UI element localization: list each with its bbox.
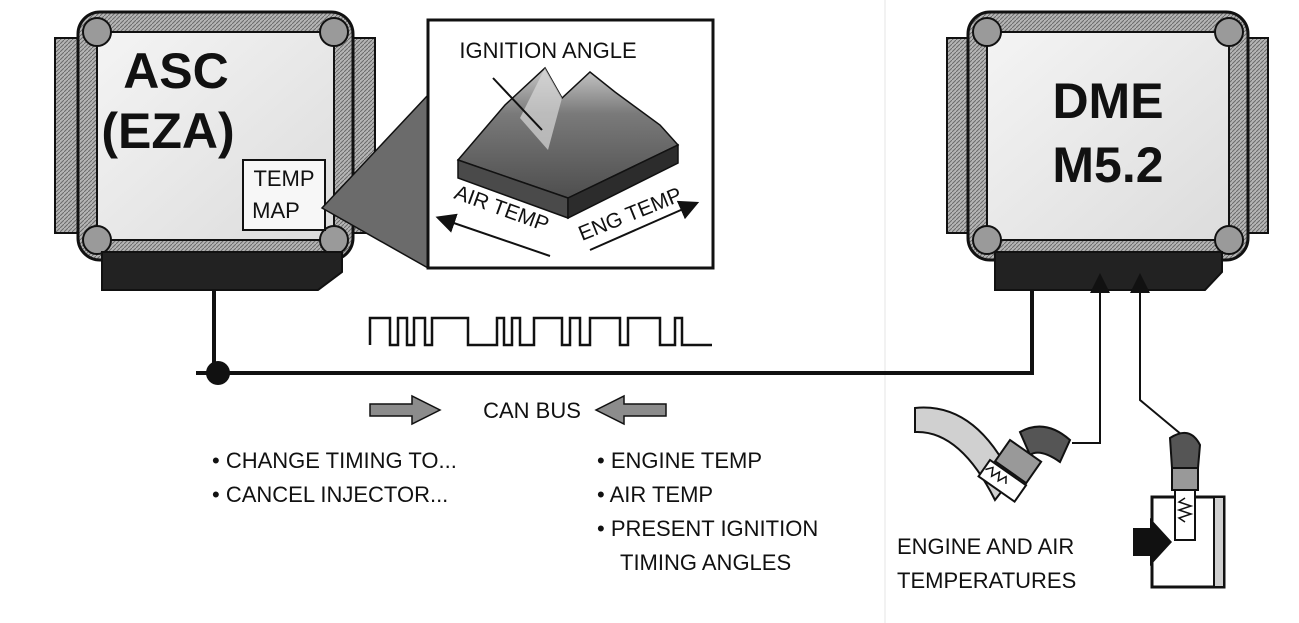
ignition-angle-pointer	[492, 77, 543, 131]
sensors-label-line1: ENGINE AND AIR	[897, 534, 1074, 559]
can-bus-line	[196, 290, 1034, 385]
dme-message: • AIR TEMP	[597, 482, 713, 507]
sensors-label-line2: TEMPERATURES	[897, 568, 1076, 593]
temp-map-label-line1: TEMP	[253, 166, 314, 191]
engine-sensor-probe	[977, 458, 1028, 504]
dme-module: DME M5.2	[946, 10, 1269, 291]
can-signal-waveform	[368, 316, 712, 347]
engine-temp-sensor	[914, 406, 1072, 504]
engine-sensor-plug	[1018, 425, 1072, 464]
dme-face	[986, 31, 1230, 241]
dme-corner-bolt	[1214, 225, 1244, 255]
air-temp-axis-arrow	[435, 213, 551, 257]
asc-corner-bolt	[319, 17, 349, 47]
asc-message: • CANCEL INJECTOR...	[212, 482, 448, 507]
surface-side-right	[567, 143, 679, 220]
temp-map-box	[242, 159, 326, 231]
asc-corner-bolt	[82, 17, 112, 47]
asc-message-list: • CHANGE TIMING TO... • CANCEL INJECTOR.…	[212, 448, 457, 507]
dme-title-line1: DME	[1052, 73, 1163, 129]
air-temp-sensor	[1133, 431, 1226, 589]
can-bus-arrow-left	[594, 394, 667, 426]
sensor-wiring	[1072, 273, 1189, 444]
dme-message: • ENGINE TEMP	[597, 448, 762, 473]
air-intake-duct-edge	[1213, 496, 1225, 588]
dme-message: • PRESENT IGNITION	[597, 516, 818, 541]
engine-sensor-resistor-icon	[985, 466, 1007, 484]
asc-title-line2: (EZA)	[101, 103, 234, 159]
ignition-angle-label: IGNITION ANGLE	[459, 38, 636, 63]
dme-title-line2: M5.2	[1052, 137, 1163, 193]
air-sensor-nut	[1171, 467, 1199, 491]
asc-title-line1: ASC	[123, 43, 229, 99]
can-bus-arrow-right	[369, 394, 442, 426]
ignition-peak	[520, 68, 562, 150]
asc-corner-bolt	[82, 225, 112, 255]
dme-connector	[994, 251, 1223, 291]
asc-module: ASC (EZA) TEMP MAP	[54, 10, 376, 291]
airflow-arrow-icon	[1133, 518, 1172, 566]
dme-corner-bolt	[972, 225, 1002, 255]
dme-message: TIMING ANGLES	[620, 550, 791, 575]
dme-corner-bolt	[1214, 17, 1244, 47]
asc-connector	[101, 251, 343, 291]
asc-message: • CHANGE TIMING TO...	[212, 448, 457, 473]
map-inset: IGNITION ANGLE AIR TEMP ENG TEMP	[426, 18, 715, 270]
dme-corner-bolt	[972, 17, 1002, 47]
eng-temp-axis-arrow	[589, 200, 700, 251]
bus-junction	[206, 361, 230, 385]
temp-map-label-line2: MAP	[252, 198, 300, 223]
air-sensor-probe	[1174, 489, 1196, 541]
air-sensor-resistor-icon	[1176, 497, 1194, 523]
air-temp-sensor-wire	[1139, 292, 1189, 441]
can-bus-label: CAN BUS	[483, 398, 581, 423]
engine-temp-sensor-wire	[1072, 292, 1101, 444]
engine-sensor-body	[993, 438, 1043, 485]
air-sensor-plug	[1168, 431, 1202, 469]
dme-message-list: • ENGINE TEMP • AIR TEMP • PRESENT IGNIT…	[597, 448, 818, 575]
